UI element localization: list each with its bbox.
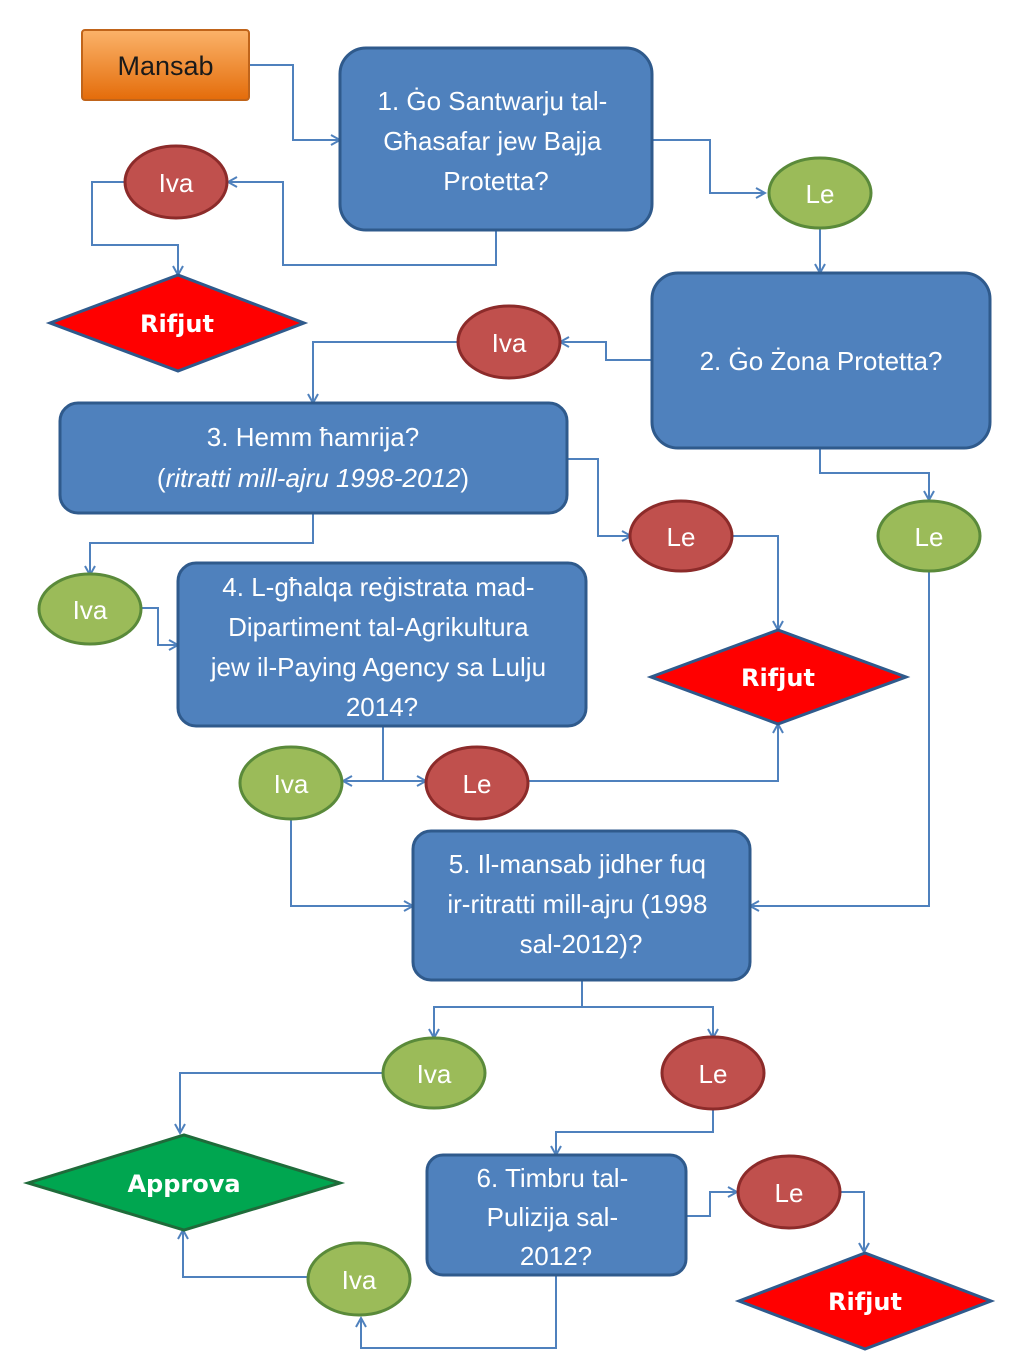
answer-label: Iva bbox=[274, 769, 309, 799]
question-5-line-1: 5. Il-mansab jidher fuq bbox=[449, 849, 706, 879]
svg-text:4. L-għalqa reġistrata mad-: 4. L-għalqa reġistrata mad- Dipartiment … bbox=[210, 572, 554, 722]
answer-oval-q4-no: Le bbox=[424, 745, 530, 821]
source-label: Mansab bbox=[117, 51, 213, 81]
connector-no3-reject2 bbox=[731, 535, 778, 630]
connector-yes6-approve bbox=[183, 1230, 309, 1278]
question-6-box: 6. Timbru tal- Pulizija sal- 2012? bbox=[425, 1153, 688, 1277]
connector-q6-yes bbox=[361, 1275, 557, 1349]
connector-q3-yes bbox=[90, 513, 314, 575]
question-4-line-1: 4. L-għalqa reġistrata mad- bbox=[222, 572, 534, 602]
connector-yes5-approve bbox=[180, 1072, 382, 1133]
connector-q6-no bbox=[686, 1192, 737, 1217]
question-4-line-3: jew il-Paying Agency sa Lulju bbox=[210, 652, 546, 682]
connector-q2-no bbox=[819, 448, 929, 500]
connector-no5-q6 bbox=[556, 1110, 714, 1155]
answer-oval-q2-yes: Iva bbox=[456, 304, 562, 380]
answer-label: Le bbox=[806, 179, 835, 209]
connector-q2-yes bbox=[560, 342, 652, 361]
question-1-box: 1. Ġo Santwarju tal- Għasafar jew Bajja … bbox=[338, 46, 654, 232]
outcome-reject-1: Rifjut bbox=[45, 273, 309, 373]
svg-text:6. Timbru tal- Pulizija: 6. Timbru tal- Pulizija sal- 2012? bbox=[477, 1163, 636, 1271]
outcome-label: Rifjut bbox=[828, 1288, 902, 1316]
answer-label: Iva bbox=[342, 1265, 377, 1295]
question-6-line-3: 2012? bbox=[520, 1241, 592, 1271]
connector-no2-q5 bbox=[750, 572, 930, 906]
svg-text:5. Il-mansab jidher fuq: 5. Il-mansab jidher fuq ir-ritratti mill… bbox=[447, 849, 714, 959]
question-5-line-2: ir-ritratti mill-ajru (1998 bbox=[447, 889, 707, 919]
answer-label: Le bbox=[775, 1178, 804, 1208]
answer-oval-q4-yes: Iva bbox=[238, 745, 344, 821]
answer-oval-q5-no: Le bbox=[660, 1035, 766, 1111]
connector-q3-no bbox=[567, 458, 631, 536]
question-6-line-2: Pulizija sal- bbox=[487, 1202, 619, 1232]
question-5-line-3: sal-2012)? bbox=[520, 929, 643, 959]
outcome-reject-2: Rifjut bbox=[646, 628, 911, 726]
question-4-line-4: 2014? bbox=[346, 692, 418, 722]
connector-q5-yes bbox=[434, 1006, 582, 1038]
answer-label: Le bbox=[463, 769, 492, 799]
answer-oval-q3-yes: Iva bbox=[37, 572, 143, 646]
connectors bbox=[90, 64, 930, 1349]
question-3-line-1: 3. Hemm ħamrija? bbox=[207, 422, 419, 452]
source-box: Mansab bbox=[81, 29, 250, 101]
connector-source-q1 bbox=[250, 64, 340, 140]
question-1-line-1: 1. Ġo Santwarju tal- bbox=[377, 86, 607, 116]
outcome-approve: Approva bbox=[22, 1133, 346, 1232]
question-6-line-1: 6. Timbru tal- bbox=[477, 1163, 629, 1193]
connector-yes1-reject1 bbox=[91, 181, 178, 275]
answer-oval-q3-no: Le bbox=[628, 499, 734, 573]
connector-q1-no bbox=[652, 139, 765, 193]
answer-oval-q1-no: Le bbox=[767, 156, 873, 230]
answer-oval-q1-yes: Iva bbox=[123, 144, 229, 220]
svg-text:1. Ġo Santwarju tal- Għa: 1. Ġo Santwarju tal- Għasafar jew Bajja … bbox=[377, 86, 614, 196]
answer-oval-q2-no: Le bbox=[876, 499, 982, 573]
answer-label: Iva bbox=[492, 328, 527, 358]
outcome-reject-3: Rifjut bbox=[734, 1251, 996, 1351]
question-4-line-2: Dipartiment tal-Agrikultura bbox=[228, 612, 529, 642]
connector-yes4-q5 bbox=[290, 820, 413, 906]
outcome-label: Rifjut bbox=[741, 664, 815, 692]
question-2-line-1: 2. Ġo Żona Protetta? bbox=[700, 346, 943, 376]
connector-yes2-q3 bbox=[313, 341, 458, 403]
connector-q5-no bbox=[582, 1006, 713, 1038]
connector-yes3-q4 bbox=[140, 607, 178, 645]
answer-label: Iva bbox=[159, 168, 194, 198]
answer-label: Iva bbox=[73, 595, 108, 625]
question-1-line-2: Għasafar jew Bajja bbox=[383, 126, 602, 156]
outcome-label: Rifjut bbox=[140, 310, 214, 338]
question-3-box: 3. Hemm ħamrija? (ritratti mill-ajru 199… bbox=[58, 401, 569, 515]
outcome-label: Approva bbox=[127, 1170, 240, 1198]
question-3-line-2: (ritratti mill-ajru 1998-2012) bbox=[157, 463, 469, 493]
connector-no4-reject2 bbox=[529, 724, 778, 782]
answer-oval-q6-no: Le bbox=[736, 1154, 842, 1230]
question-2-box: 2. Ġo Żona Protetta? bbox=[650, 271, 992, 450]
connector-no6-reject3 bbox=[840, 1191, 864, 1252]
question-4-box: 4. L-għalqa reġistrata mad- Dipartiment … bbox=[176, 561, 588, 728]
question-1-line-3: Protetta? bbox=[443, 166, 549, 196]
answer-label: Le bbox=[915, 522, 944, 552]
answer-label: Iva bbox=[417, 1059, 452, 1089]
answer-label: Le bbox=[667, 522, 696, 552]
question-5-box: 5. Il-mansab jidher fuq ir-ritratti mill… bbox=[411, 829, 752, 982]
answer-oval-q6-yes: Iva bbox=[306, 1241, 412, 1317]
answer-oval-q5-yes: Iva bbox=[381, 1036, 487, 1110]
answer-label: Le bbox=[699, 1059, 728, 1089]
connector-q1-yes bbox=[228, 182, 497, 266]
